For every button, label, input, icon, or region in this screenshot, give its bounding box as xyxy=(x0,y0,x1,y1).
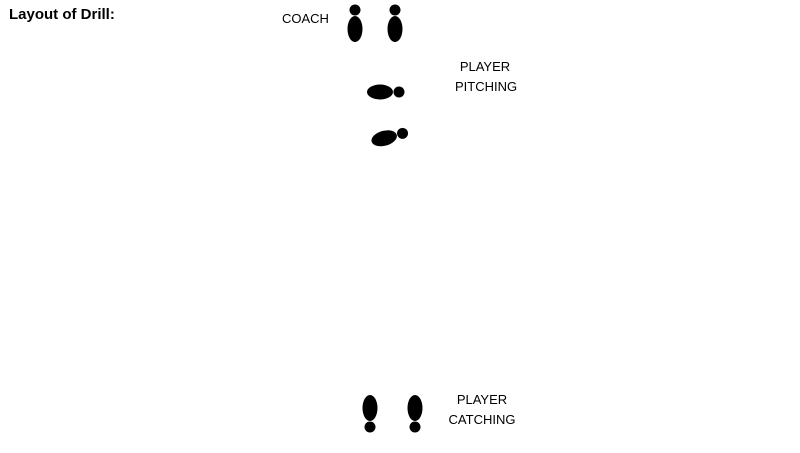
coach-right-footprint-icon xyxy=(387,4,403,42)
player-catching-label: PLAYER CATCHING xyxy=(446,390,518,430)
coach-label: COACH xyxy=(282,11,329,26)
catcher-left-footprint-icon xyxy=(362,395,378,433)
pitcher-back-footprint-icon xyxy=(369,124,410,149)
catcher-right-footprint-icon xyxy=(407,395,423,433)
player-pitching-line1: PLAYER xyxy=(459,59,511,74)
diagram-title: Layout of Drill: xyxy=(9,6,115,23)
coach-left-footprint-icon xyxy=(347,4,363,42)
player-catching-line1: PLAYER xyxy=(456,392,508,407)
player-catching-line2: CATCHING xyxy=(448,412,516,427)
player-pitching-line2: PITCHING xyxy=(455,79,518,94)
player-pitching-label: PLAYER PITCHING xyxy=(455,57,518,97)
pitcher-front-footprint-icon xyxy=(367,84,405,100)
